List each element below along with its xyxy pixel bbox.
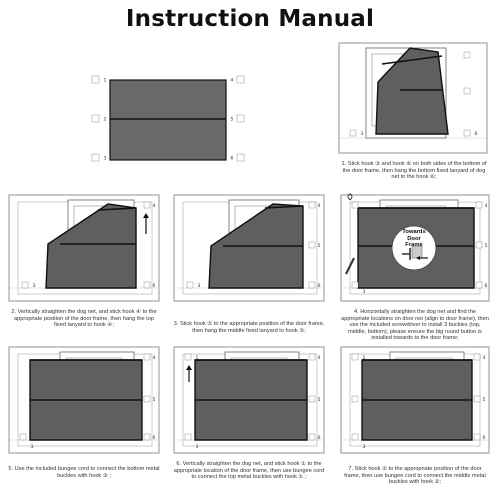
svg-text:3: 3 (196, 444, 199, 450)
manual-title: Instruction Manual (125, 6, 375, 32)
overview-diagram: 1 2 3 4 5 6 (91, 75, 245, 162)
svg-text:4: 4 (231, 78, 234, 84)
svg-text:6: 6 (475, 131, 478, 137)
svg-text:6: 6 (485, 283, 488, 289)
svg-text:2: 2 (104, 117, 107, 123)
svg-text:5: 5 (485, 243, 488, 249)
step-5-diagram: 3 4 5 6 (8, 346, 160, 454)
svg-text:4: 4 (153, 203, 156, 209)
svg-text:3: 3 (104, 156, 107, 162)
svg-text:4: 4 (318, 203, 321, 209)
svg-text:3: 3 (31, 444, 34, 450)
svg-text:2: 2 (363, 397, 366, 403)
svg-text:3: 3 (33, 283, 36, 289)
step-4-caption: 4. Horizontally straighten the dog net a… (341, 309, 489, 342)
step-2-caption: 2. Vertically straighten the dog net, an… (11, 309, 157, 329)
overview-net (109, 79, 227, 161)
step-2-diagram: 3 6 4 (8, 194, 160, 302)
svg-text:6: 6 (483, 435, 486, 441)
svg-text:1: 1 (104, 78, 107, 84)
step-1-net (375, 47, 449, 135)
svg-text:4: 4 (483, 355, 486, 361)
step-4-diagram: 3 4 5 6 (340, 193, 490, 302)
step-1-caption: 1. Stick hook ③ and hook ⑥ on both sides… (341, 161, 487, 181)
svg-text:6: 6 (153, 283, 156, 289)
svg-text:5: 5 (153, 397, 156, 403)
svg-text:4: 4 (485, 203, 488, 209)
step-1-diagram: 3 6 (338, 42, 488, 154)
overview-hooks: 1 2 3 4 5 6 (91, 75, 245, 162)
step-5-caption: 5. Use the included bungee cord to conne… (8, 466, 160, 479)
svg-text:3: 3 (361, 131, 364, 137)
step-3-caption: 3. Stick hook ⑤ to the appropriate posit… (173, 321, 325, 334)
svg-text:5: 5 (318, 397, 321, 403)
svg-text:6: 6 (153, 435, 156, 441)
step-7-diagram: 1 2 3 4 5 6 (340, 346, 490, 454)
step-3-diagram: 3 6 4 5 (173, 194, 325, 302)
svg-text:1: 1 (196, 355, 199, 361)
svg-text:3: 3 (363, 444, 366, 450)
svg-text:5: 5 (231, 117, 234, 123)
step-7-caption: 7. Stick hook ② to the appropriate posit… (344, 466, 486, 486)
svg-text:6: 6 (318, 283, 321, 289)
svg-text:4: 4 (318, 355, 321, 361)
svg-text:4: 4 (153, 355, 156, 361)
svg-text:3: 3 (363, 289, 366, 295)
step-2-net (45, 203, 137, 289)
step-6-diagram: 1 3 4 5 6 (173, 346, 325, 454)
svg-text:3: 3 (198, 283, 201, 289)
callout-label: Towards Door Frame (402, 229, 426, 249)
svg-text:5: 5 (318, 243, 321, 249)
svg-text:6: 6 (231, 156, 234, 162)
svg-text:5: 5 (483, 397, 486, 403)
step-6-caption: 6. Vertically straighten the dog net, an… (173, 461, 325, 481)
svg-text:1: 1 (363, 355, 366, 361)
svg-text:6: 6 (318, 435, 321, 441)
